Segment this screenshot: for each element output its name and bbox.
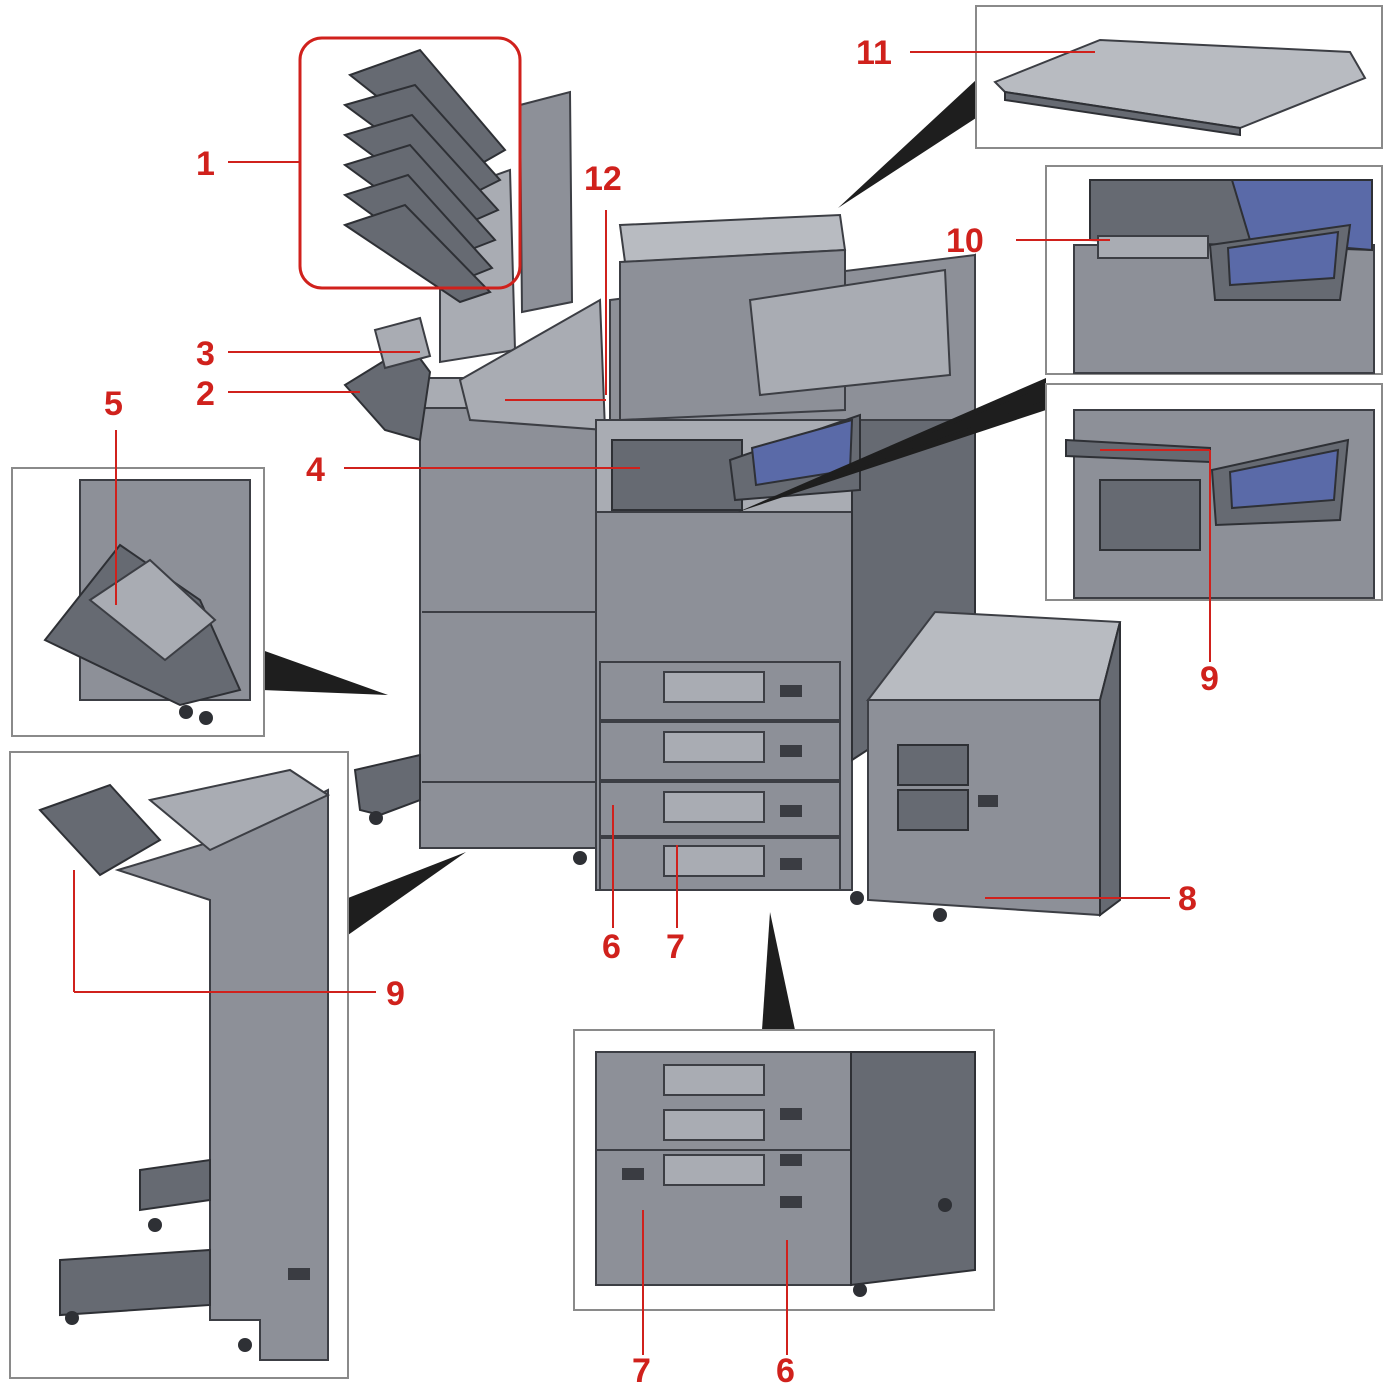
callout-9-upper: 9	[1200, 660, 1219, 698]
inset-cassette-unit	[573, 1029, 995, 1311]
paper-cassettes	[599, 661, 841, 891]
callout-7-inset: 7	[632, 1352, 651, 1384]
inset-document-holder	[1045, 165, 1383, 375]
callout-10: 10	[946, 222, 984, 260]
callout-7-main: 7	[666, 928, 685, 966]
callout-3: 3	[196, 335, 215, 373]
inset-job-separator	[1045, 383, 1383, 601]
callout-12: 12	[584, 160, 622, 198]
multi-bin-trays	[342, 48, 507, 304]
callout-9-lower: 9	[386, 975, 405, 1013]
callout-2: 2	[196, 375, 215, 413]
inset-folding-unit	[11, 467, 265, 737]
side-feeder	[865, 610, 1122, 922]
callout-11: 11	[856, 34, 892, 72]
callout-1: 1	[196, 145, 215, 183]
callout-labels: 1 3 2 5 4 12 11 10 9 8 6 7 9 7 6	[104, 34, 1219, 1384]
inset-finisher	[9, 751, 349, 1379]
callout-8: 8	[1178, 880, 1197, 918]
inset-pointers	[262, 80, 1046, 1030]
callout-6-main: 6	[602, 928, 621, 966]
callout-4: 4	[306, 451, 325, 489]
inset-document-cover	[975, 5, 1383, 149]
main-machine	[342, 48, 1122, 922]
callout-6-inset: 6	[776, 1352, 795, 1384]
callout-5: 5	[104, 385, 123, 423]
leader-lines	[73, 51, 1211, 1355]
